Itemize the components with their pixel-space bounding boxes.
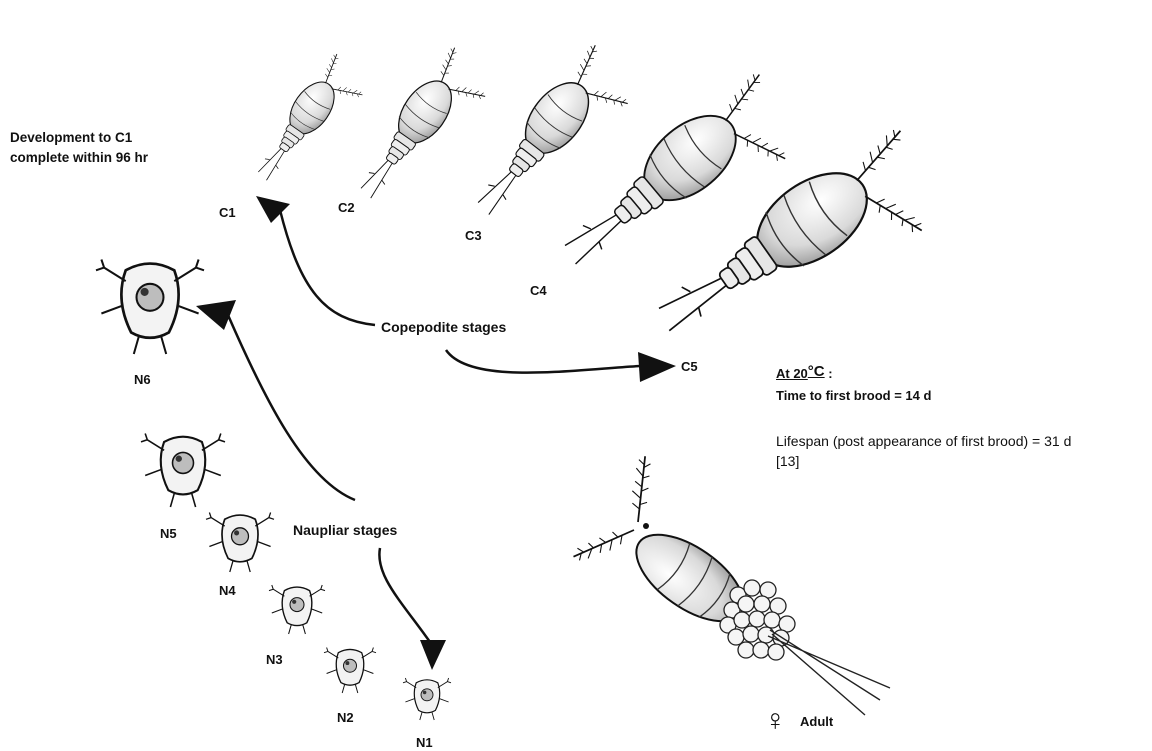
arrow-copepodite-to-c1 bbox=[256, 196, 375, 325]
label-c1: C1 bbox=[219, 206, 236, 219]
label-c4: C4 bbox=[530, 284, 547, 297]
nauplius-n3-drawing bbox=[269, 585, 325, 634]
copepodite-c1-drawing bbox=[249, 49, 375, 198]
label-c2: C2 bbox=[338, 201, 355, 214]
nauplius-n1-drawing bbox=[403, 678, 451, 720]
lifespan-text: Lifespan (post appearance of first brood… bbox=[776, 432, 1071, 451]
copepodite-c2-drawing bbox=[349, 42, 500, 219]
label-n6: N6 bbox=[134, 373, 151, 386]
naupliar-stages-title: Naupliar stages bbox=[293, 523, 397, 537]
label-n1: N1 bbox=[416, 736, 433, 749]
label-c3: C3 bbox=[465, 229, 482, 242]
nauplius-n5-drawing bbox=[141, 434, 225, 508]
development-note-line2: complete within 96 hr bbox=[10, 148, 148, 168]
label-n3: N3 bbox=[266, 653, 283, 666]
nauplius-n2-drawing bbox=[324, 648, 376, 694]
arrow-naupliar-to-n6 bbox=[196, 300, 355, 500]
temperature-heading: At 20°C : bbox=[776, 362, 833, 383]
label-n5: N5 bbox=[160, 527, 177, 540]
label-n4: N4 bbox=[219, 584, 236, 597]
adult-label: Adult bbox=[800, 715, 833, 728]
temperature-value: At 20 bbox=[776, 366, 808, 381]
adult-female-drawing bbox=[570, 455, 890, 715]
label-n2: N2 bbox=[337, 711, 354, 724]
arrow-copepodite-to-c5 bbox=[446, 350, 676, 382]
reference-text: [13] bbox=[776, 452, 799, 471]
temperature-unit: °C bbox=[808, 363, 825, 380]
development-note: Development to C1 complete within 96 hr bbox=[10, 128, 148, 168]
first-brood-text: Time to first brood = 14 d bbox=[776, 386, 931, 405]
label-c5: C5 bbox=[681, 360, 698, 373]
female-symbol: ♀ bbox=[764, 706, 787, 736]
nauplius-n6-drawing bbox=[96, 260, 204, 355]
nauplius-n4-drawing bbox=[206, 513, 274, 573]
copepodite-stages-title: Copepodite stages bbox=[381, 320, 506, 334]
development-note-line1: Development to C1 bbox=[10, 128, 148, 148]
temperature-colon: : bbox=[825, 366, 833, 381]
arrow-naupliar-to-n1 bbox=[379, 548, 446, 670]
